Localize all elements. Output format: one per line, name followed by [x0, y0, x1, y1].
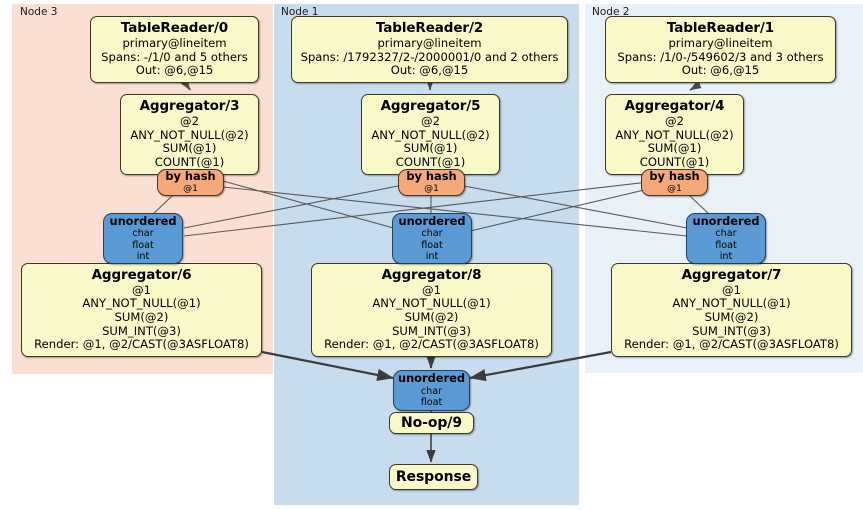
processor-detail-line: primary@lineitem	[122, 35, 227, 50]
processor-aggregator-3[interactable]: Aggregator/3 @2 ANY_NOT_NULL(@2) SUM(@1)…	[120, 94, 259, 175]
processor-detail-line: Spans: /1792327/2-/2000001/0 and 2 other…	[300, 49, 559, 64]
processor-title: Response	[395, 468, 472, 485]
processor-detail-line: primary@lineitem	[668, 35, 773, 50]
processor-detail-line: @2	[665, 114, 684, 129]
synchronizer-type: int	[719, 250, 733, 262]
processor-detail-line: @2	[421, 114, 440, 129]
processor-title: Aggregator/7	[681, 266, 782, 283]
router-by-hash-right[interactable]: by hash @1	[641, 169, 708, 196]
synchronizer-type: char	[421, 228, 443, 240]
router-column: @1	[424, 183, 439, 194]
processor-detail-line: Render: @1, @2/CAST(@3ASFLOAT8)	[624, 337, 839, 352]
processor-detail-line: @1	[722, 282, 741, 297]
processor-detail-line: Out: @6,@15	[135, 63, 214, 78]
router-column: @1	[667, 183, 682, 194]
processor-aggregator-5[interactable]: Aggregator/5 @2 ANY_NOT_NULL(@2) SUM(@1)…	[361, 94, 500, 175]
router-by-hash-center[interactable]: by hash @1	[398, 169, 465, 196]
processor-detail-line: ANY_NOT_NULL(@2)	[130, 127, 249, 142]
synchronizer-title: unordered	[692, 213, 760, 228]
synchronizer-type: char	[420, 385, 443, 397]
processor-aggregator-4[interactable]: Aggregator/4 @2 ANY_NOT_NULL(@2) SUM(@1)…	[605, 94, 744, 175]
processor-detail-line: @1	[422, 282, 441, 297]
synchronizer-type: char	[132, 228, 154, 240]
synchronizer-unordered-left[interactable]: unordered char float int	[103, 213, 183, 264]
processor-no-op-9[interactable]: No-op/9	[389, 412, 474, 434]
processor-detail-line: primary@lineitem	[377, 35, 482, 50]
synchronizer-type: float	[420, 397, 443, 409]
processor-detail-line: SUM_INT(@3)	[392, 323, 471, 338]
router-title: by hash	[649, 169, 700, 184]
synchronizer-unordered-right[interactable]: unordered char float int	[686, 213, 766, 264]
synchronizer-type: float	[715, 239, 737, 251]
synchronizer-unordered-final[interactable]: unordered char float	[393, 370, 470, 411]
processor-detail-line: COUNT(@1)	[154, 155, 225, 170]
processor-detail-line: ANY_NOT_NULL(@1)	[672, 296, 791, 311]
processor-detail-line: SUM(@2)	[114, 310, 169, 325]
synchronizer-type: int	[425, 250, 439, 262]
processor-detail-line: ANY_NOT_NULL(@1)	[372, 296, 491, 311]
processor-detail-line: SUM_INT(@3)	[102, 323, 181, 338]
processor-detail-line: Spans: -/1/0 and 5 others	[101, 49, 248, 64]
processor-title: No-op/9	[401, 414, 462, 431]
processor-title: Aggregator/4	[624, 98, 725, 115]
node-panel-label-node3: Node 3	[20, 6, 58, 18]
processor-detail-line: SUM_INT(@3)	[692, 323, 771, 338]
processor-tablereader-1[interactable]: TableReader/1 primary@lineitem Spans: /1…	[605, 16, 836, 83]
synchronizer-unordered-center[interactable]: unordered char float int	[392, 213, 472, 264]
processor-detail-line: SUM(@1)	[647, 141, 702, 156]
processor-detail-line: Render: @1, @2/CAST(@3ASFLOAT8)	[34, 337, 249, 352]
processor-detail-line: Spans: /1/0-/549602/3 and 3 others	[617, 49, 824, 64]
processor-title: Aggregator/3	[139, 98, 240, 115]
processor-detail-line: SUM(@2)	[404, 310, 459, 325]
processor-detail-line: ANY_NOT_NULL(@2)	[615, 127, 734, 142]
processor-detail-line: ANY_NOT_NULL(@1)	[82, 296, 201, 311]
synchronizer-title: unordered	[109, 213, 177, 228]
router-title: by hash	[165, 169, 216, 184]
processor-title: Aggregator/6	[91, 266, 192, 283]
node-panel-label-node2: Node 2	[592, 6, 630, 18]
processor-detail-line: Out: @6,@15	[681, 63, 760, 78]
processor-title: TableReader/0	[120, 20, 229, 37]
synchronizer-title: unordered	[398, 213, 466, 228]
processor-detail-line: @2	[180, 114, 199, 129]
processor-detail-line: Render: @1, @2/CAST(@3ASFLOAT8)	[324, 337, 539, 352]
processor-aggregator-8[interactable]: Aggregator/8 @1 ANY_NOT_NULL(@1) SUM(@2)…	[311, 263, 552, 357]
router-column: @1	[183, 183, 198, 194]
processor-detail-line: ANY_NOT_NULL(@2)	[371, 127, 490, 142]
processor-detail-line: COUNT(@1)	[395, 155, 466, 170]
processor-title: Aggregator/8	[381, 266, 482, 283]
synchronizer-type: float	[132, 239, 154, 251]
router-by-hash-left[interactable]: by hash @1	[157, 169, 224, 196]
processor-detail-line: Out: @6,@15	[390, 63, 469, 78]
synchronizer-title: unordered	[397, 371, 466, 386]
processor-title: TableReader/1	[666, 20, 775, 37]
processor-title: TableReader/2	[375, 20, 484, 37]
processor-detail-line: COUNT(@1)	[639, 155, 710, 170]
processor-title: Aggregator/5	[380, 98, 481, 115]
processor-detail-line: SUM(@1)	[162, 141, 217, 156]
processor-detail-line: SUM(@2)	[704, 310, 759, 325]
processor-aggregator-6[interactable]: Aggregator/6 @1 ANY_NOT_NULL(@1) SUM(@2)…	[21, 263, 262, 357]
router-title: by hash	[406, 169, 457, 184]
processor-aggregator-7[interactable]: Aggregator/7 @1 ANY_NOT_NULL(@1) SUM(@2)…	[611, 263, 852, 357]
synchronizer-type: float	[421, 239, 443, 251]
node-panel-label-node1: Node 1	[281, 6, 319, 18]
processor-tablereader-0[interactable]: TableReader/0 primary@lineitem Spans: -/…	[90, 16, 259, 83]
synchronizer-type: char	[715, 228, 737, 240]
processor-detail-line: SUM(@1)	[403, 141, 458, 156]
processor-detail-line: @1	[132, 282, 151, 297]
processor-response[interactable]: Response	[389, 464, 478, 490]
synchronizer-type: int	[136, 250, 150, 262]
processor-tablereader-2[interactable]: TableReader/2 primary@lineitem Spans: /1…	[291, 16, 568, 83]
